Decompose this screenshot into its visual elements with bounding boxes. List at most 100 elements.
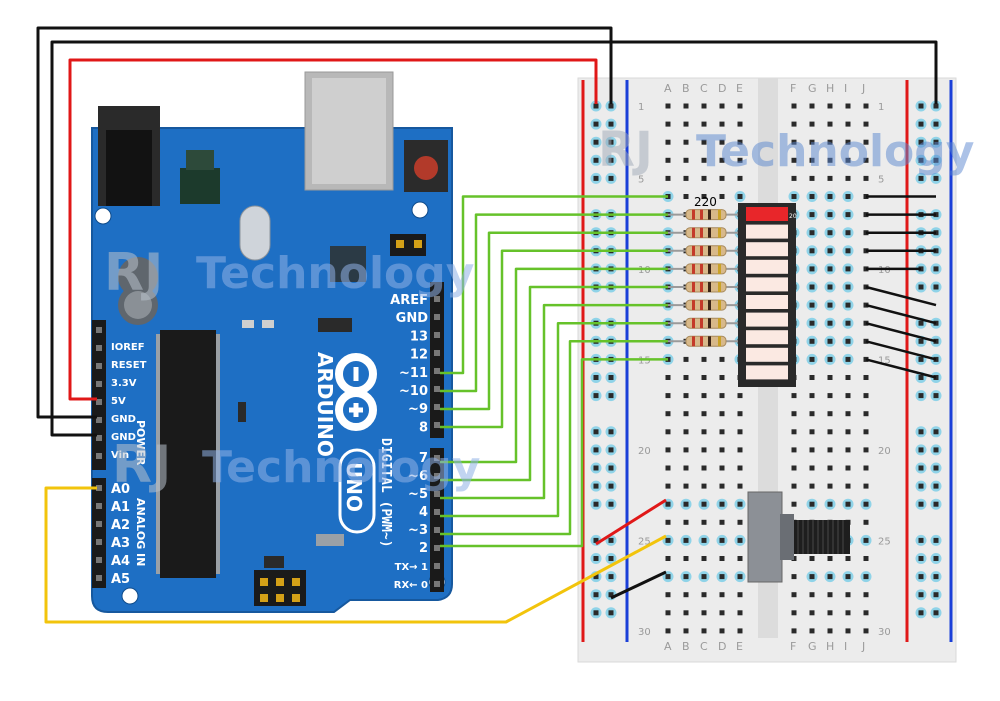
resistor-band — [708, 282, 711, 292]
resistor-band — [718, 209, 721, 220]
breadboard-hole — [827, 320, 833, 326]
icsp-pin — [292, 594, 300, 602]
led-ground-wires — [865, 195, 937, 379]
digital-pin-label: ~9 — [408, 402, 428, 417]
resistor-band — [708, 227, 711, 238]
breadboard-hole — [719, 483, 725, 489]
breadboard-hole — [809, 302, 815, 308]
row-label: 10 — [878, 265, 891, 276]
breadboard-hole — [827, 103, 833, 109]
breadboard-hole — [593, 447, 599, 453]
breadboard-hole — [701, 121, 707, 127]
row-label: 15 — [638, 355, 651, 366]
wire-pot-to-5v-rail — [595, 498, 667, 546]
breadboard-hole — [827, 266, 833, 272]
breadboard-hole — [608, 592, 614, 598]
breadboard-hole — [863, 483, 869, 489]
breadboard-hole — [608, 610, 614, 616]
header-pin — [434, 581, 440, 587]
icsp-pin — [396, 240, 404, 248]
header-pin — [96, 345, 102, 351]
breadboard-hole — [737, 393, 743, 399]
breadboard-hole — [737, 537, 743, 543]
row-label: 25 — [638, 536, 651, 547]
breadboard-hole — [608, 556, 614, 561]
breadboard-hole — [845, 574, 851, 580]
digital-section-label: DIGITAL (PWM~) — [378, 438, 393, 548]
breadboard-hole — [827, 175, 833, 181]
breadboard-hole — [863, 121, 869, 127]
resistor — [685, 299, 727, 311]
breadboard-hole — [933, 483, 939, 489]
breadboard-hole — [809, 338, 815, 344]
breadboard-hole — [809, 175, 815, 181]
breadboard-hole — [701, 393, 707, 399]
led-segment — [746, 330, 788, 345]
resistor-band — [708, 318, 711, 329]
column-label: D — [718, 82, 726, 95]
breadboard-hole — [701, 103, 707, 109]
breadboard-hole — [719, 628, 725, 634]
icsp-pin — [260, 578, 268, 586]
breadboard-hole — [683, 610, 689, 616]
breadboard-hole — [827, 338, 833, 344]
column-label: J — [861, 640, 865, 653]
breadboard-hole — [791, 501, 797, 507]
watermark-word: Technology — [696, 126, 974, 177]
led-segments — [746, 207, 788, 380]
crystal — [239, 205, 271, 261]
breadboard-hole — [809, 628, 815, 634]
breadboard-hole — [863, 519, 869, 525]
breadboard-hole — [737, 429, 743, 435]
resistor — [685, 281, 727, 293]
breadboard-hole — [665, 139, 671, 145]
resistor-band — [700, 300, 703, 311]
breadboard-hole — [809, 139, 815, 145]
capacitor-top — [124, 291, 152, 319]
resistor-band — [700, 245, 703, 256]
breadboard-hole — [719, 194, 725, 199]
breadboard-hole — [827, 429, 833, 435]
breadboard-hole — [608, 121, 614, 127]
breadboard-hole — [665, 483, 671, 489]
led-segment — [746, 224, 788, 239]
breadboard-hole — [737, 411, 743, 417]
column-label: I — [844, 640, 847, 653]
breadboard-hole — [918, 175, 924, 181]
breadboard-hole — [608, 139, 614, 145]
breadboard-hole — [791, 465, 797, 471]
header-pin — [96, 363, 102, 369]
breadboard-hole — [845, 483, 851, 489]
column-label: F — [790, 82, 796, 95]
watermark-word: Technology — [202, 442, 480, 493]
breadboard-hole — [863, 537, 869, 543]
breadboard-hole — [827, 393, 833, 399]
resistor-band — [692, 263, 695, 274]
resistor-band — [708, 209, 711, 220]
breadboard-hole — [791, 411, 797, 417]
breadboard-hole — [665, 556, 671, 561]
row-label: 20 — [638, 446, 651, 457]
led-signal-wires — [440, 195, 668, 548]
breadboard-hole — [827, 157, 833, 163]
breadboard-hole — [701, 194, 707, 199]
breadboard-hole — [608, 175, 614, 181]
breadboard-hole — [863, 556, 869, 561]
breadboard-hole — [683, 465, 689, 471]
analog-header — [92, 478, 106, 588]
signal-wire — [440, 285, 668, 482]
breadboard-hole — [827, 610, 833, 616]
column-label: C — [700, 640, 708, 653]
breadboard-hole — [701, 592, 707, 598]
breadboard-hole — [701, 465, 707, 471]
breadboard-hole — [918, 139, 924, 145]
breadboard-hole — [863, 501, 869, 507]
breadboard-hole — [701, 175, 707, 181]
breadboard-hole — [791, 175, 797, 181]
column-label: J — [861, 82, 865, 95]
breadboard-hole — [918, 157, 924, 163]
header-pin — [96, 557, 102, 563]
breadboard-hole — [608, 574, 614, 580]
breadboard-hole — [845, 465, 851, 471]
